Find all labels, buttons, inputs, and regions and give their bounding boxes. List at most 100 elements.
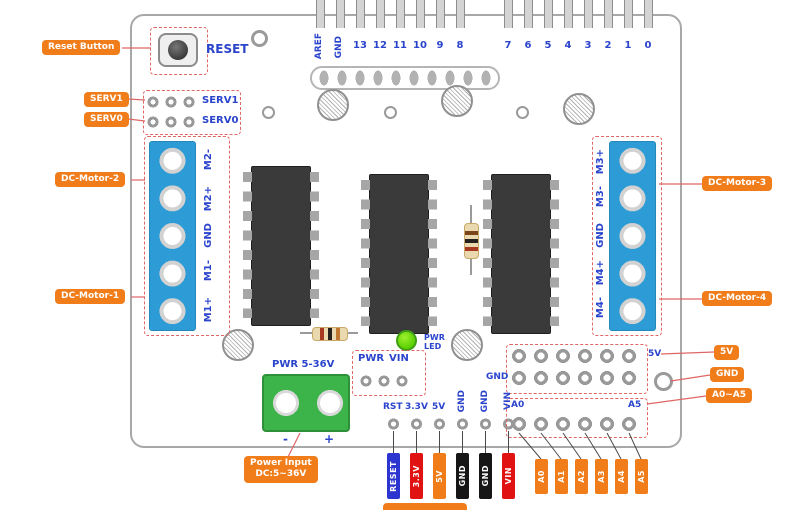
rst-label: RST (383, 402, 403, 412)
callout-power-input-line2: DC:5~36V (255, 469, 307, 480)
reset-label: RESET (206, 42, 249, 56)
pin-label-13: 13 (353, 40, 367, 51)
driver-ic-2 (361, 174, 437, 334)
pin-label-6: 6 (524, 40, 532, 51)
pin-tag-a3: A3 (595, 459, 608, 494)
pin-label-0: 0 (644, 40, 652, 51)
3v3-label: 3.3V (405, 402, 428, 412)
callout-5v: 5V (714, 345, 740, 361)
vin-label: VIN (389, 353, 409, 364)
callout-gnd: GND (710, 367, 745, 383)
smd-pad-row (310, 66, 500, 90)
gnd-label: GND (480, 390, 490, 413)
minus-label: - (283, 432, 288, 446)
pin-tag-a2: A2 (575, 459, 588, 494)
pin-label-8: 8 (456, 40, 464, 51)
pin-label-12: 12 (373, 40, 387, 51)
pwr-led-label: LED (424, 342, 442, 351)
pin-tag-label: GND (481, 465, 490, 487)
pin-tag-label: RESET (389, 460, 398, 492)
motor-pin-label: M3- (595, 186, 606, 208)
grid-a5-label: A5 (628, 400, 642, 410)
pin-tag-label: A0 (537, 470, 546, 483)
pin-leader-line (540, 432, 562, 460)
mounting-hole-top (251, 30, 268, 47)
cutoff-callout (383, 503, 467, 510)
callout-dc-motor-1: DC-Motor-1 (55, 289, 126, 305)
digital-header-right (504, 0, 654, 28)
pin-leader-line (628, 432, 642, 460)
pin-tag-label: GND (458, 465, 467, 487)
pin-tag-label: A3 (597, 470, 606, 483)
pin-tag-label: 5V (435, 469, 444, 483)
callout-serv1: SERV1 (84, 92, 129, 108)
callout-serv0: SERV0 (84, 112, 129, 128)
pin-label-5: 5 (544, 40, 552, 51)
pin-tag-reset: RESET (387, 453, 400, 499)
power-row-pins (382, 417, 520, 431)
driver-ic-3 (483, 174, 559, 334)
pin-label-4: 4 (564, 40, 572, 51)
reset-button-outline (150, 27, 208, 75)
motor-pin-label: GND (203, 223, 214, 248)
callout-dc-motor-2: DC-Motor-2 (55, 172, 126, 188)
pin-tag-5v: 5V (433, 453, 446, 499)
pin-tag-vin: VIN (502, 453, 515, 499)
digital-header-left (316, 0, 466, 28)
capacitor-hatched (563, 93, 595, 125)
serv0-label: SERV0 (202, 115, 239, 126)
callout-reset-button: Reset Button (42, 40, 121, 56)
motor-terminal-right-outline (592, 136, 662, 336)
pin-leader-line (606, 432, 622, 460)
pin-tag-gnd: GND (456, 453, 469, 499)
pin-leader-line (518, 432, 542, 460)
gnd-label: GND (457, 390, 467, 413)
5v-label: 5V (432, 402, 446, 412)
callout-a0-a5: A0~A5 (706, 388, 752, 404)
motor-terminal-left-outline (144, 136, 230, 336)
power-terminal (262, 374, 350, 432)
capacitor-hatched (441, 85, 473, 117)
pin-tag-a1: A1 (555, 459, 568, 494)
pin-label-gnd-top: GND (334, 36, 344, 59)
pin-label-1: 1 (624, 40, 632, 51)
power-grid-pins (508, 345, 640, 389)
capacitor-small (262, 106, 275, 119)
motor-pin-label: GND (595, 223, 606, 248)
motor-pin-label: M2+ (203, 186, 214, 212)
pin-tag-label: 3.3V (412, 464, 421, 488)
pin-label-aref: AREF (314, 33, 324, 60)
leader-line (646, 395, 707, 405)
pwr-vin-outline (352, 350, 426, 396)
leader-line (287, 432, 301, 458)
pin-leader-line (562, 432, 582, 460)
grid-a0-label: A0 (511, 400, 525, 410)
callout-power-input-line1: Power Input (250, 458, 312, 468)
callout-dc-motor-3: DC-Motor-3 (702, 176, 773, 192)
motor-pin-label: M1+ (203, 297, 214, 323)
capacitor-hatched (451, 329, 483, 361)
motor-terminal-left (149, 141, 196, 331)
pin-label-3: 3 (584, 40, 592, 51)
pin-label-9: 9 (436, 40, 444, 51)
analog-grid-outline (506, 398, 648, 438)
pin-label-7: 7 (504, 40, 512, 51)
callout-dc-motor-4: DC-Motor-4 (702, 291, 773, 307)
pin-tag-a4: A4 (615, 459, 628, 494)
capacitor-hatched (317, 89, 349, 121)
pin-tag-a0: A0 (535, 459, 548, 494)
driver-ic-1 (243, 166, 319, 326)
resistor-vertical (464, 223, 479, 259)
servo-pins (144, 92, 198, 132)
pwr-label: PWR (358, 353, 385, 364)
motor-pin-label: M1- (203, 260, 214, 282)
leader-line (670, 374, 711, 382)
pin-tag-label: A5 (637, 470, 646, 483)
motor-pin-label: M4- (595, 297, 606, 319)
capacitor-small (516, 106, 529, 119)
pwr-terminal-label: PWR 5-36V (272, 359, 335, 370)
leader-line (127, 98, 146, 101)
pwr-led-label: PWR (424, 333, 445, 342)
leader-line (660, 351, 715, 355)
